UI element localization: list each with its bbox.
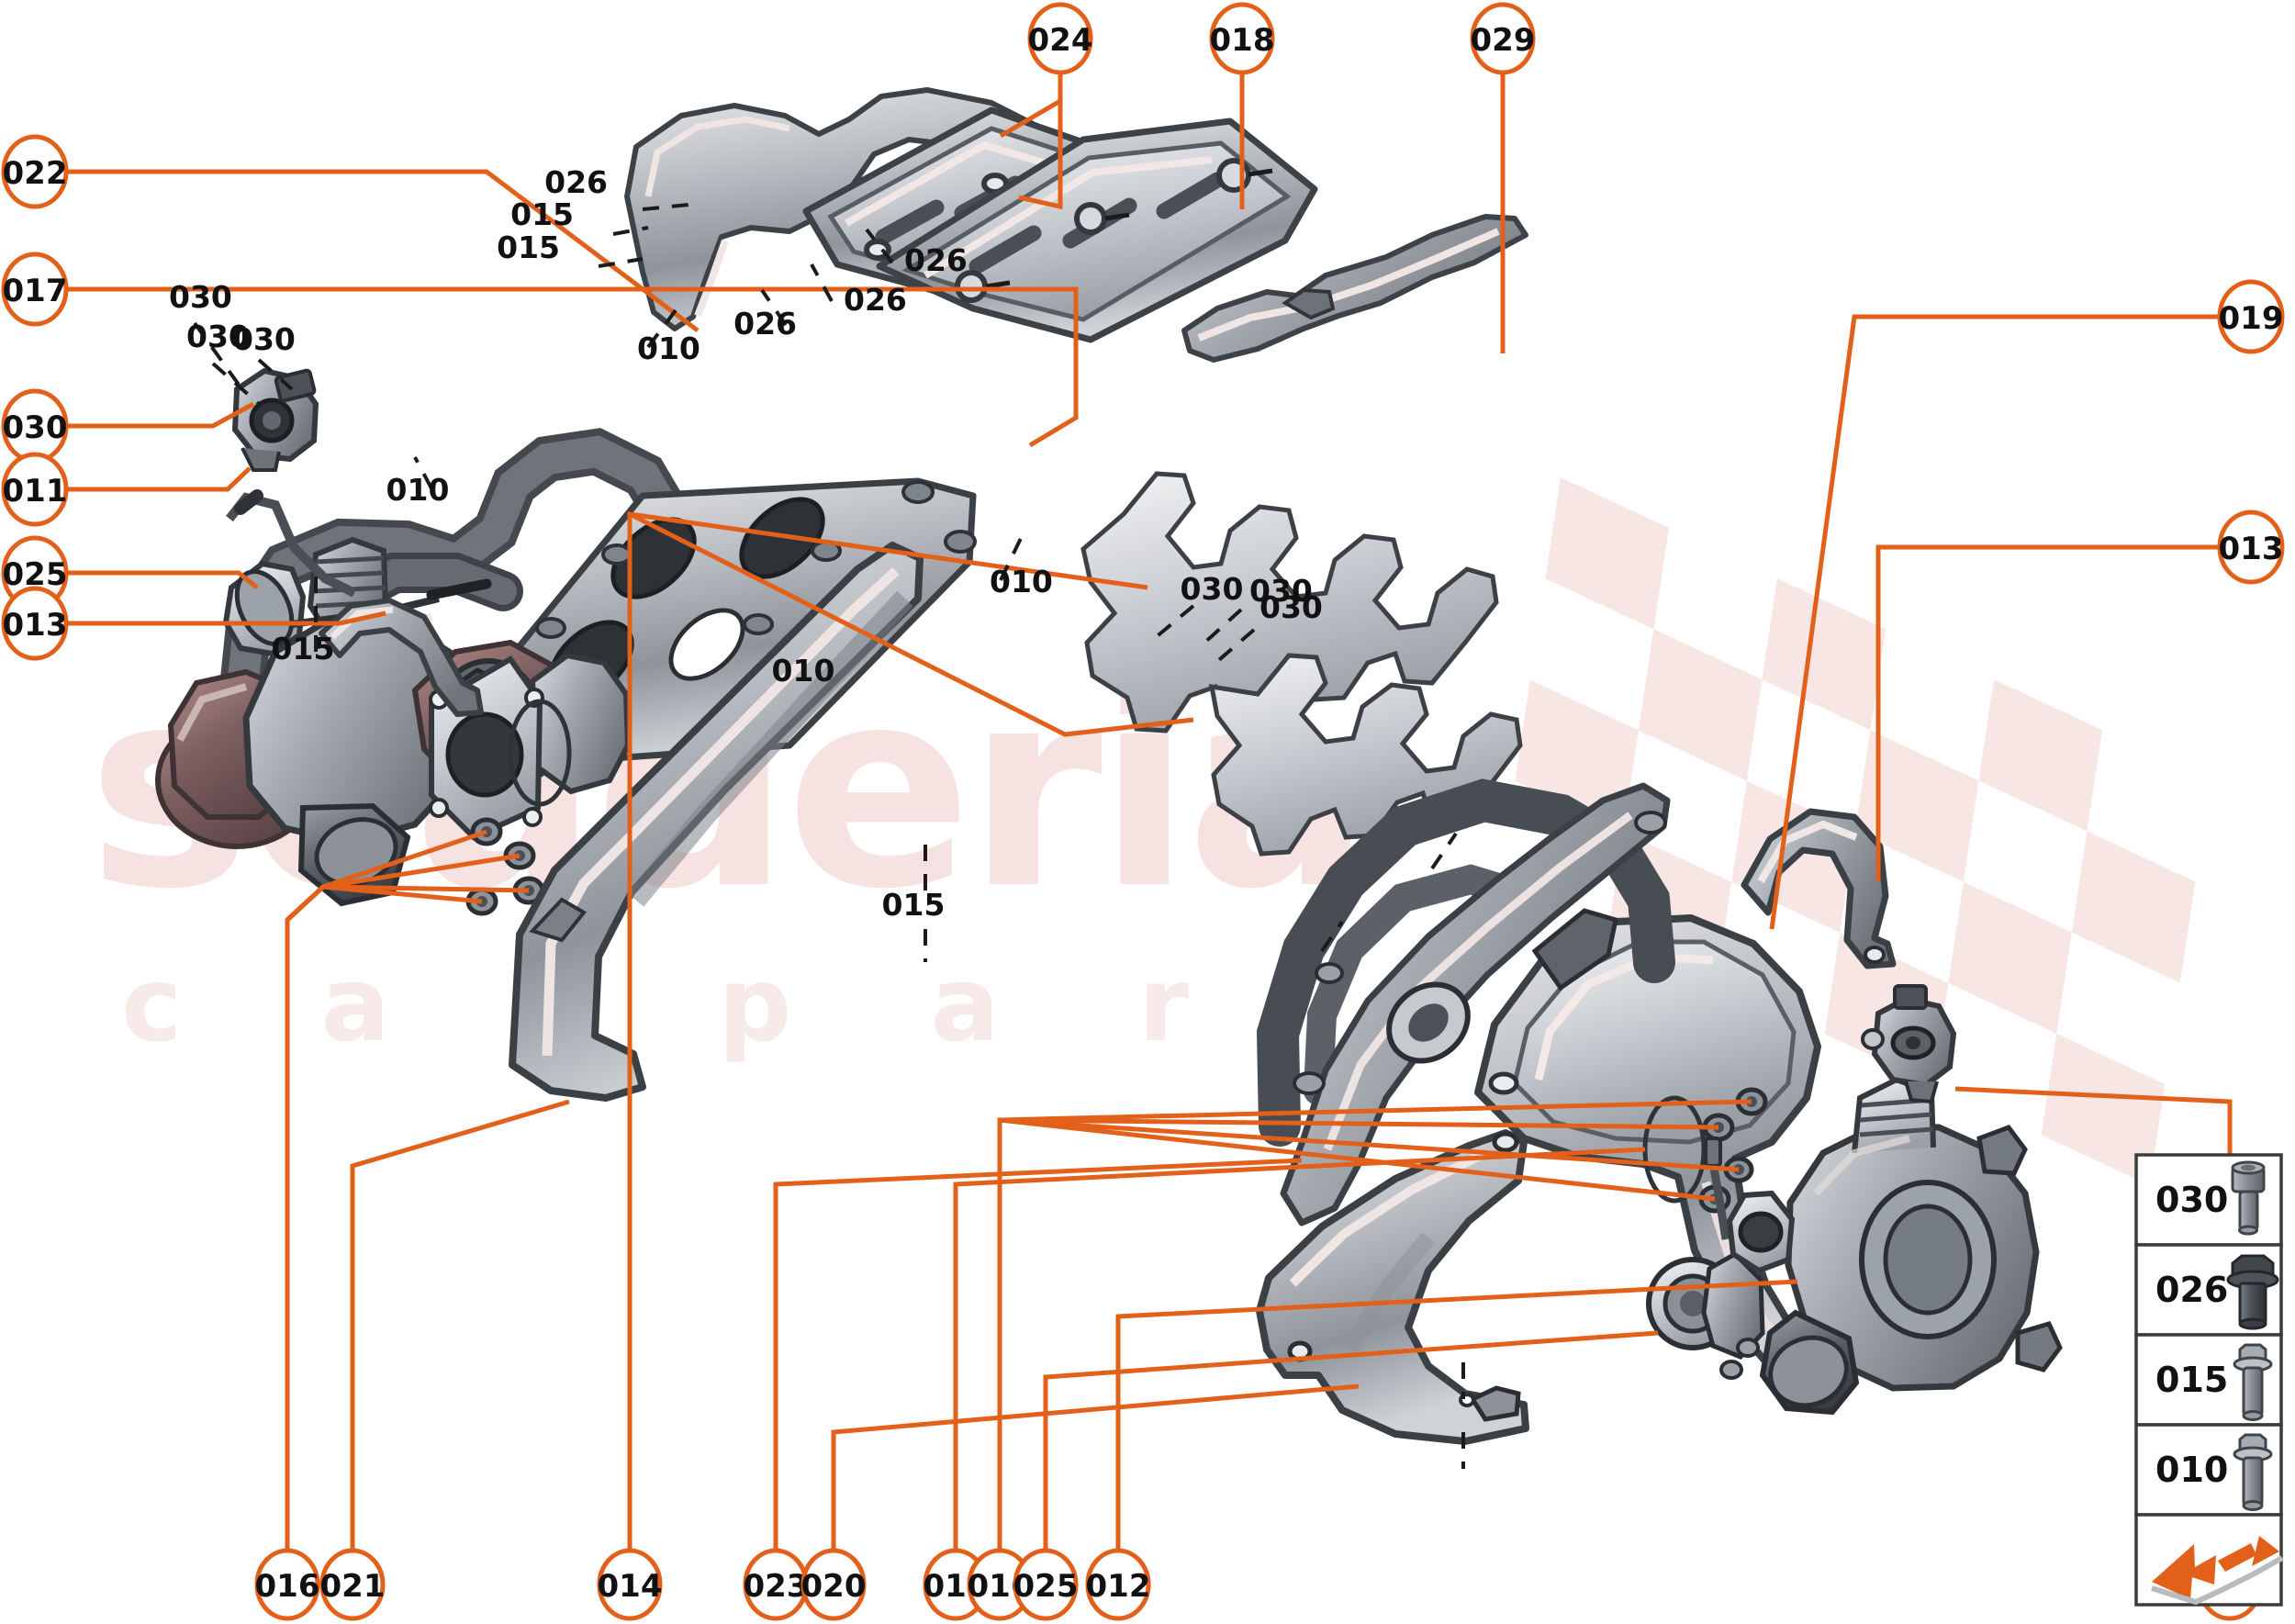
balloon-019[interactable]: 019 [2217,279,2285,354]
svg-text:013: 013 [3,607,68,644]
balloon-011[interactable]: 011 [1,452,69,527]
leader-lines [66,70,2233,1553]
legend-label-026: 026 [2155,1270,2228,1310]
svg-text:017: 017 [3,273,68,309]
callout-030-e: 030 [1249,573,1313,609]
callout-026-c: 026 [844,282,907,318]
callout-030-a: 030 [169,279,232,315]
part-heat-shield-013-left [319,598,484,717]
svg-text:020: 020 [801,1568,867,1605]
flange-head-bolt-icon [2226,1254,2279,1330]
balloon-017-left[interactable]: 017 [1,252,69,327]
callout-015-d: 015 [882,887,946,923]
svg-text:013: 013 [2219,531,2284,567]
svg-text:016: 016 [255,1568,320,1605]
svg-text:014: 014 [598,1568,663,1605]
svg-text:024: 024 [1028,22,1093,59]
fastener-legend: 030 026 015 [2134,1153,2284,1607]
balloon-014-bottom[interactable]: 014 [597,1548,663,1621]
balloon-024[interactable]: 024 [1027,2,1093,75]
legend-label-015: 015 [2155,1360,2228,1400]
svg-text:021: 021 [320,1568,386,1605]
callout-015-a: 015 [510,196,574,232]
svg-text:023: 023 [744,1568,809,1605]
balloon-016-bottom[interactable]: 016 [254,1548,320,1621]
svg-text:029: 029 [1471,22,1536,59]
callout-010-d: 010 [772,653,835,689]
part-manifold-gasket-014 [1080,471,1499,734]
callout-030-f: 030 [1259,589,1323,625]
part-valve-cover-018 [876,118,1318,343]
balloon-013-right[interactable]: 013 [2217,510,2285,585]
svg-text:025: 025 [1013,1568,1079,1605]
balloon-013-left[interactable]: 013 [1,586,69,661]
svg-text:018: 018 [1210,22,1275,59]
callout-labels: 026 015 015 030 030 030 026 026 026 010 … [169,164,1323,923]
callout-026-b: 026 [904,242,968,278]
callout-015-c: 015 [272,631,335,666]
balloon-021-bottom[interactable]: 021 [319,1548,386,1621]
part-actuator-025-left [222,489,492,657]
callout-030-c: 030 [232,321,296,357]
part-bracket-rail-029 [1181,214,1528,363]
callout-pointers [193,202,1465,1469]
balloon-012-bottom[interactable]: 012 [1085,1548,1151,1621]
part-actuator-valve-030-left [231,367,319,472]
balloon-025-bottom[interactable]: 025 [1013,1548,1079,1621]
svg-text:030: 030 [3,409,68,446]
part-heat-shield-020 [1256,1129,1529,1445]
svg-text:019: 019 [2219,300,2284,337]
svg-text:011: 011 [3,473,68,510]
part-o-ring-017-left [508,699,572,807]
callout-030-d: 030 [1181,571,1244,607]
callout-026-a: 026 [544,164,608,200]
balloon-022[interactable]: 022 [1,134,69,209]
balloon-029[interactable]: 029 [1470,2,1536,75]
balloon-030-left[interactable]: 030 [1,388,69,464]
hex-flange-stud-icon [2233,1433,2273,1511]
callout-010-a: 010 [637,330,700,366]
part-actuator-valve-030-right [1861,984,1957,1104]
callout-026-d: 026 [733,306,797,342]
svg-text:012: 012 [1086,1568,1151,1605]
callout-010-c: 010 [990,564,1053,599]
svg-text:022: 022 [3,155,68,192]
part-exhaust-manifold-023 [1256,778,1675,1226]
hex-flange-screw-icon [2233,1343,2273,1421]
callout-030-b: 030 [186,319,250,354]
legend-label-010: 010 [2155,1450,2228,1490]
legend-label-030: 030 [2155,1180,2228,1220]
balloon-018[interactable]: 018 [1209,2,1275,75]
balloon-020-bottom[interactable]: 020 [800,1548,867,1621]
callout-010-b: 010 [386,472,450,508]
orange-arrow-icon [2151,1536,2284,1606]
callout-015-b: 015 [497,230,560,265]
balloon-023-bottom[interactable]: 023 [743,1548,809,1621]
socket-head-bolt-icon [2231,1160,2266,1236]
